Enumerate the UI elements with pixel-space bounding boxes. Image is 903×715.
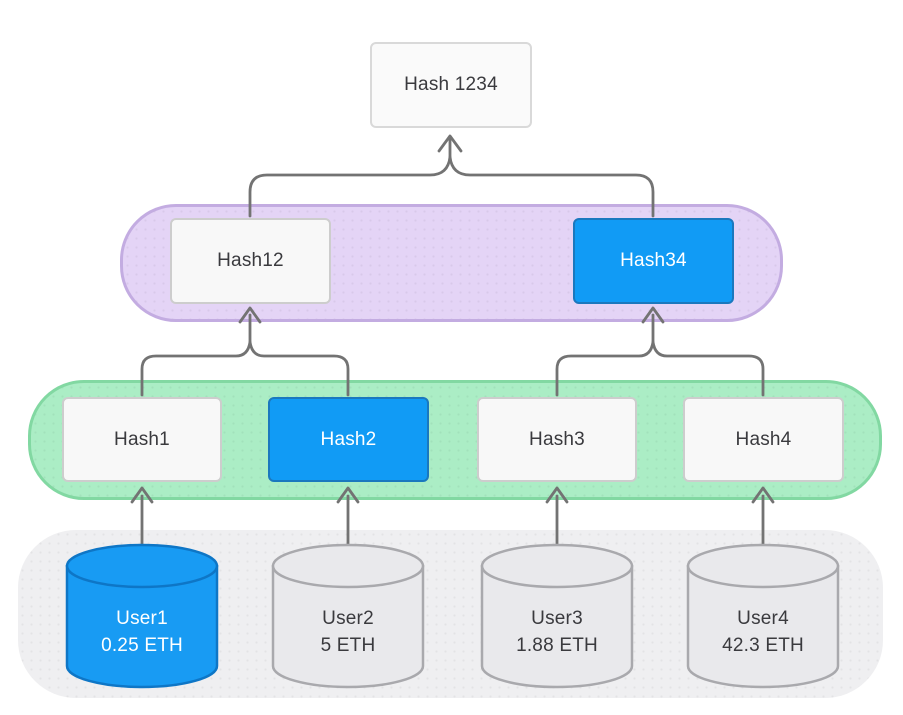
user-amount: 42.3 ETH <box>722 635 804 656</box>
user2-database[interactable]: User2 5 ETH <box>271 543 425 692</box>
node-label: Hash3 <box>529 428 585 450</box>
user-name: User4 <box>737 608 789 629</box>
user3-database[interactable]: User3 1.88 ETH <box>480 543 634 692</box>
database-cylinder-icon <box>686 543 840 689</box>
node-label: Hash4 <box>735 428 792 450</box>
node-label: Hash 1234 <box>404 74 498 95</box>
node-hash2[interactable]: Hash2 <box>268 397 429 482</box>
user4-database[interactable]: User4 42.3 ETH <box>686 543 840 692</box>
database-cylinder-icon <box>480 543 634 689</box>
user-name: User2 <box>322 608 374 629</box>
node-label: Hash2 <box>320 428 377 450</box>
node-label: Hash12 <box>217 250 284 271</box>
user-amount: 1.88 ETH <box>516 635 598 656</box>
user1-database[interactable]: User1 0.25 ETH <box>65 543 219 692</box>
node-hash1[interactable]: Hash1 <box>62 397 222 482</box>
node-hash3[interactable]: Hash3 <box>477 397 637 482</box>
user-amount: 0.25 ETH <box>101 635 183 656</box>
database-cylinder-icon <box>65 543 219 689</box>
user-amount: 5 ETH <box>320 635 376 656</box>
user-name: User1 <box>116 608 168 629</box>
node-hash4[interactable]: Hash4 <box>683 397 844 482</box>
node-hash12[interactable]: Hash12 <box>170 218 331 304</box>
arrowhead-icon <box>437 134 463 153</box>
database-cylinder-icon <box>271 543 425 689</box>
user-name: User3 <box>531 608 583 629</box>
node-label: Hash34 <box>620 250 687 271</box>
node-root-hash[interactable]: Hash 1234 <box>370 42 532 128</box>
node-hash34[interactable]: Hash34 <box>573 218 734 304</box>
node-label: Hash1 <box>114 428 170 450</box>
